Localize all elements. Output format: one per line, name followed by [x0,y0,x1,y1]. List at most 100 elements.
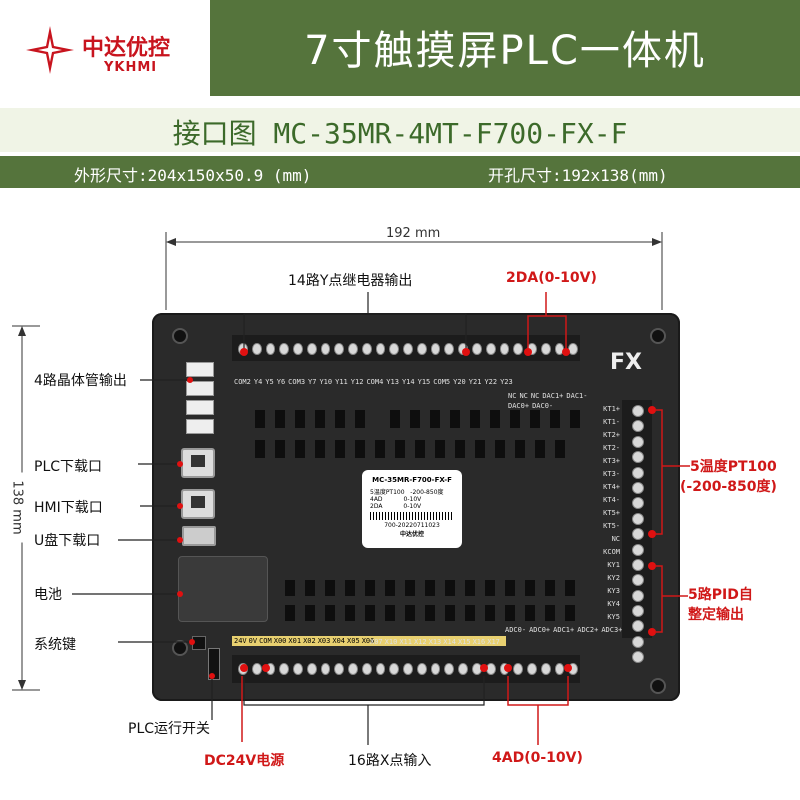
terminal-label: X00 [273,637,287,645]
terminal-label: NC [530,392,540,400]
terminal-label: NC [611,535,620,543]
ad-label: 4AD(0-10V) [492,750,583,766]
logo-area [0,0,210,96]
terminal-label: NC [508,392,517,400]
terminal-label: X15 [457,638,471,646]
u-disk-port[interactable] [182,526,216,546]
terminal-label: ADC0+ [529,626,551,634]
title-bar [210,0,800,96]
terminal-label: Y14 [401,378,415,386]
cutout-dimension: 开孔尺寸:192x138(mm) [488,166,668,185]
dimension-bar [0,156,800,188]
run-switch[interactable] [208,648,220,680]
terminal-label: X14 [443,638,456,646]
plc-download-label: PLC下载口 [34,459,103,475]
terminal-label: KT1+ [603,405,620,413]
logo-star-icon [26,26,74,74]
top-terminal-labels: COM2 Y4 Y5 Y6 COM3 Y7 Y10 Y11 Y12 COM4 Y… [234,378,584,386]
top-terminal-screws [238,343,579,355]
terminal-label: Y12 [350,378,364,386]
transistor-output-label: 4路晶体管输出 [34,373,127,389]
terminal-label: KT4- [603,496,620,504]
temperature-range-label: (-200-850度) [680,479,777,495]
terminal-label: X02 [303,637,316,645]
terminal-label: KT3+ [603,457,620,465]
dac-terminal-labels-2: DAC0+ DAC0- [508,402,553,410]
terminal-label: Y10 [319,378,333,386]
width-measure [165,232,663,310]
terminal-label: X17 [487,638,500,646]
screw-icon [172,640,188,656]
vent-grill [380,410,580,428]
outer-dimension: 外形尺寸:204x150x50.9 (mm) [74,166,312,185]
terminal-label: NC [519,392,528,400]
terminal-label: X03 [317,637,331,645]
terminal-label: X16 [472,638,486,646]
logo-en-text: YKHMI [104,60,158,75]
terminal-label: DAC0+ [508,402,530,410]
terminal-label: X11 [399,638,412,646]
subtitle: 接口图 MC-35MR-4MT-F700-FX-F [172,117,628,150]
terminal-label: COM3 [288,378,306,386]
terminal-label: KY4 [607,600,620,608]
terminal-label: KT3- [603,470,620,478]
screw-icon [650,328,666,344]
subtitle-bar [0,108,800,152]
terminal-label: Y6 [276,378,286,386]
terminal-label: DAC1- [566,392,588,400]
terminal-label: KY1 [607,561,620,569]
vent-grill [245,440,575,458]
battery-cover [178,556,268,622]
label-brand: 中达优控 [399,531,424,538]
relay-output-label: 14路Y点继电器输出 [288,273,413,289]
transistor-connectors [186,362,214,434]
terminal-label: Y11 [335,378,348,386]
label-serial: 700-20220711023 [384,522,440,529]
label-model: MC-35MR-F700-FX-F [372,476,452,484]
x-input-label: 16路X点输入 [348,753,432,769]
system-key-label: 系统键 [34,637,76,653]
terminal-label: KY3 [607,587,620,595]
terminal-label: ADC2+ [577,626,599,634]
label-line: 2DA 0-10V [370,503,422,510]
device-brand: FX [610,350,642,375]
terminal-label: KT5+ [603,509,620,517]
da-label: 2DA(0-10V) [506,270,597,286]
hmi-usb-port[interactable] [181,489,215,519]
terminal-label: X13 [428,638,442,646]
terminal-label: 0V [248,637,258,645]
terminal-label: X06 [361,637,375,645]
terminal-label: COM [259,637,272,645]
pid-output-label: 整定输出 [688,607,744,623]
plc-usb-port[interactable] [181,448,215,478]
right-terminal-screws [632,405,644,664]
terminal-label: Y5 [265,378,274,386]
terminal-label: X12 [413,638,427,646]
label-line: 5温度PT100 -200-850度 [370,489,444,496]
terminal-label: Y4 [253,378,263,386]
terminal-label: X10 [384,638,398,646]
terminal-label: X05 [347,637,360,645]
terminal-label: Y7 [308,378,317,386]
temperature-label: 5温度PT100 [690,459,777,475]
screw-icon [172,328,188,344]
terminal-label: COM5 [433,378,451,386]
vent-grill [275,605,585,621]
terminal-label: X07 [370,638,383,646]
screw-icon [650,678,666,694]
terminal-label: Y22 [484,378,498,386]
terminal-label: Y20 [453,378,466,386]
hmi-download-label: HMI下载口 [34,500,103,516]
terminal-label: KCOM [603,548,620,556]
usb-download-label: U盘下载口 [34,533,101,549]
right-terminal-labels: KT1+ KT1- KT2+ KT2- KT3+ KT3- KT4+ KT4- … [592,405,620,621]
terminal-label: Y13 [386,378,399,386]
terminal-label: ADC3+ [601,626,623,634]
bottom-terminal-labels: 24V 0V COM X00 X01 X02 X03 X04 X05 X06 [232,636,506,646]
terminal-label: DAC1+ [542,392,564,400]
adc-terminal-labels: ADC0- ADC0+ ADC1+ ADC2+ ADC3+ [505,626,622,634]
terminal-label: Y21 [468,378,482,386]
terminal-label: KY5 [607,613,620,621]
logo-cn-text: 中达优控 [82,36,171,61]
